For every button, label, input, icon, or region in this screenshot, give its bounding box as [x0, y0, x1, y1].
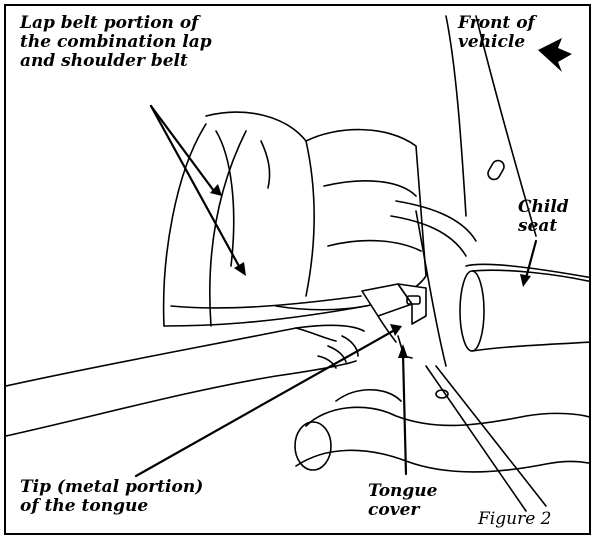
figure-frame: Lap belt portion of the combination lap …	[4, 4, 591, 535]
vehicle-seat-back	[206, 112, 426, 310]
leader-lines	[136, 106, 536, 476]
seat-cushion	[295, 366, 591, 511]
label-tongue-tip: Tip (metal portion) of the tongue	[20, 478, 203, 516]
hand-and-arm	[6, 325, 364, 436]
lap-belt	[164, 124, 366, 326]
label-tongue-cover: Tongue cover	[368, 482, 437, 520]
label-front-of-vehicle: Front of vehicle	[458, 14, 535, 52]
figure-caption: Figure 2	[478, 510, 551, 529]
buckle-and-tongue	[362, 284, 426, 358]
seat-belt-illustration	[6, 6, 591, 535]
label-lap-belt: Lap belt portion of the combination lap …	[20, 14, 212, 71]
label-child-seat: Child seat	[518, 198, 569, 236]
front-arrow-icon	[538, 38, 572, 72]
